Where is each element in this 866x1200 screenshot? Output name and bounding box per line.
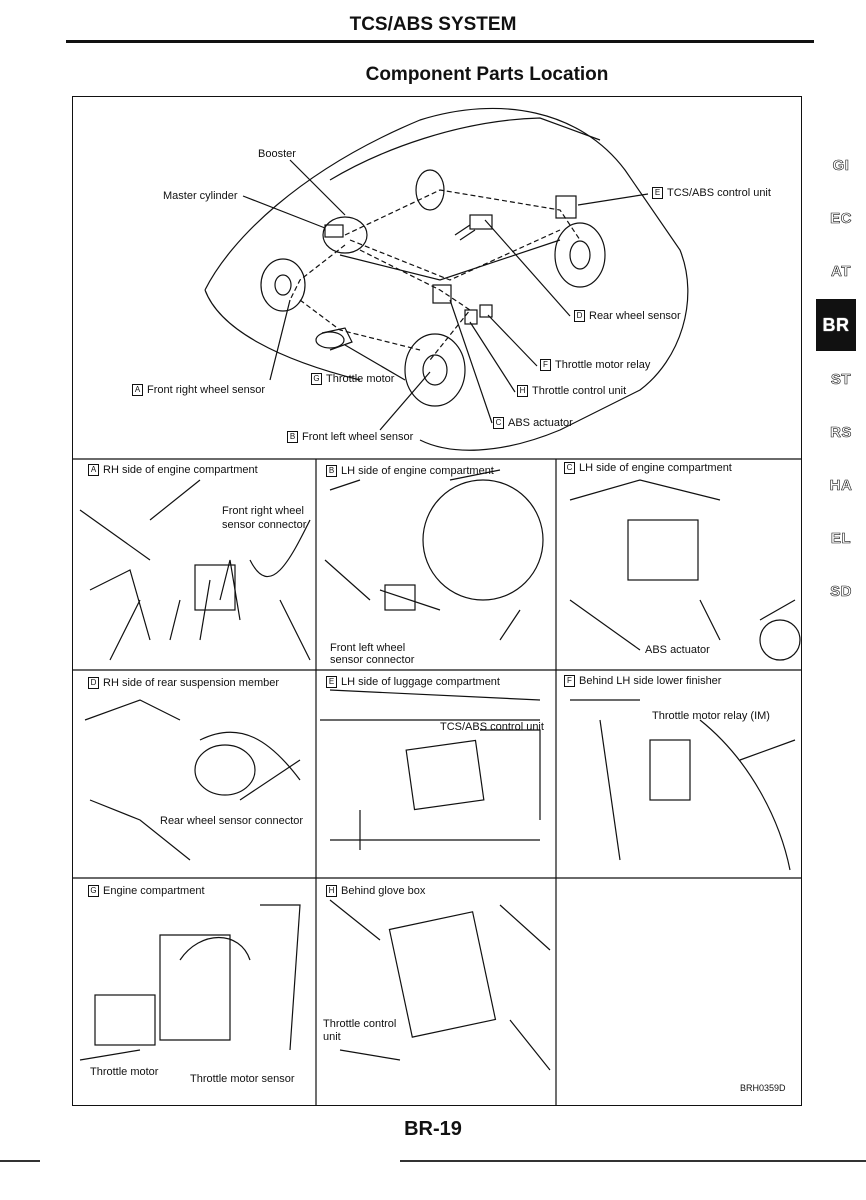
panel-b-callout-1: Front left wheel bbox=[330, 642, 406, 654]
tab-ha[interactable]: HA bbox=[829, 476, 853, 494]
panel-g-callout-2: Throttle motor sensor bbox=[190, 1073, 295, 1085]
panel-a-callout-2: sensor connector bbox=[222, 519, 307, 531]
panel-g-callout-1: Throttle motor bbox=[90, 1066, 159, 1078]
figure-frame bbox=[72, 96, 802, 1106]
tab-rs[interactable]: RS bbox=[830, 423, 852, 441]
panel-c-callout: ABS actuator bbox=[645, 644, 710, 656]
letter-d-box: D bbox=[574, 310, 585, 323]
letter-c-box: C bbox=[493, 417, 504, 430]
panel-d-callout: Rear wheel sensor connector bbox=[160, 815, 304, 827]
tab-ec[interactable]: EC bbox=[830, 209, 852, 227]
section-title: Component Parts Location bbox=[365, 64, 609, 85]
tab-br[interactable]: BR bbox=[816, 299, 856, 351]
letter-e-box: E bbox=[652, 187, 663, 200]
panel-f-callout: Throttle motor relay (IM) bbox=[652, 710, 770, 722]
letter-f-box: F bbox=[540, 359, 551, 372]
footer-rule-right bbox=[400, 1160, 866, 1162]
tab-sd[interactable]: SD bbox=[830, 582, 852, 600]
letter-b-box: B bbox=[287, 431, 298, 444]
footer-rule-left bbox=[0, 1160, 40, 1162]
figure-code: BRH0359D bbox=[740, 1083, 786, 1093]
panel-b-callout-2: sensor connector bbox=[330, 654, 415, 666]
tab-el[interactable]: EL bbox=[830, 529, 852, 547]
tab-at[interactable]: AT bbox=[831, 262, 851, 280]
label-master-cylinder: Master cylinder bbox=[163, 190, 238, 202]
tab-st[interactable]: ST bbox=[830, 370, 852, 388]
panel-h-callout-2: unit bbox=[323, 1031, 341, 1043]
section-tabs: GI EC AT BR ST RS HA EL SD bbox=[816, 140, 856, 619]
page-number: BR-19 bbox=[404, 1118, 462, 1140]
panel-h-callout-1: Throttle control bbox=[323, 1018, 397, 1030]
tab-gi[interactable]: GI bbox=[832, 156, 850, 174]
label-booster: Booster bbox=[258, 148, 296, 160]
panel-e-callout: TCS/ABS control unit bbox=[440, 721, 544, 733]
page-header-title: TCS/ABS SYSTEM bbox=[349, 14, 517, 35]
letter-g-box: G bbox=[311, 373, 322, 386]
panel-a-callout-1: Front right wheel bbox=[222, 505, 304, 517]
header-rule bbox=[66, 40, 814, 43]
letter-h-box: H bbox=[517, 385, 528, 398]
letter-a-box: A bbox=[132, 384, 143, 397]
